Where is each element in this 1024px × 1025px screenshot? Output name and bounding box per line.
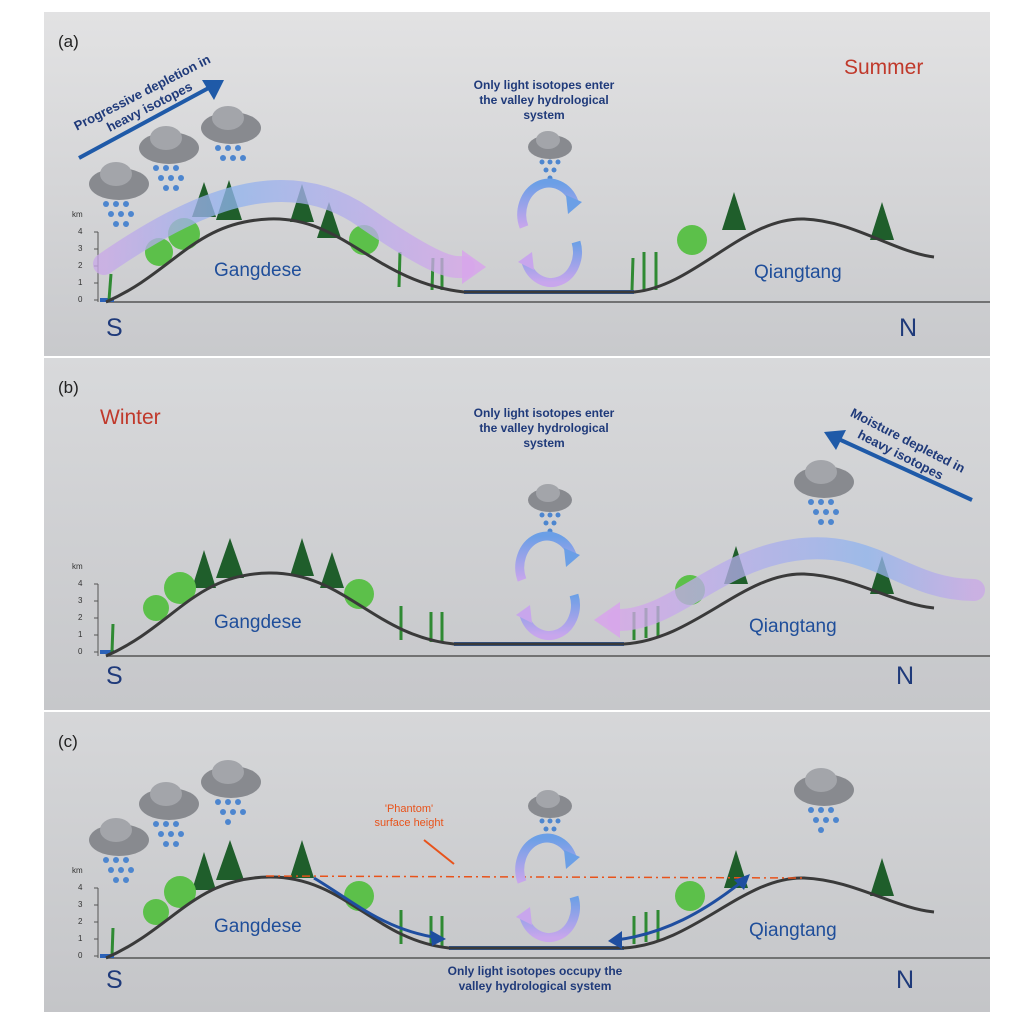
tick-1: 1 xyxy=(78,278,83,287)
north-label: N xyxy=(899,314,918,342)
tick-0: 0 xyxy=(78,295,83,304)
tick-2: 2 xyxy=(78,917,83,926)
panel-a-note-line-2: the valley hydrological xyxy=(479,93,609,107)
panel-b: (b) Winter Only light isotopes enter the… xyxy=(44,358,990,710)
north-label: N xyxy=(896,966,915,994)
panel-b-note: Only light isotopes enter the valley hyd… xyxy=(444,406,644,451)
phantom-label: 'Phantom' surface height xyxy=(349,802,469,830)
panel-c-note: Only light isotopes occupy the valley hy… xyxy=(420,964,650,994)
south-label: S xyxy=(106,662,123,690)
phantom-label-line-2: surface height xyxy=(374,817,444,829)
north-label: N xyxy=(896,662,915,690)
tick-4: 4 xyxy=(78,883,83,892)
tick-1: 1 xyxy=(78,630,83,639)
south-label: S xyxy=(106,314,123,342)
panel-b-note-line-3: system xyxy=(523,436,565,450)
range-label-gangdese: Gangdese xyxy=(214,916,302,937)
panel-a-note-line-1: Only light isotopes enter xyxy=(473,78,615,92)
phantom-label-line-1: 'Phantom' xyxy=(384,803,434,815)
tick-1: 1 xyxy=(78,934,83,943)
km-unit-label: km xyxy=(72,210,83,219)
tick-4: 4 xyxy=(78,227,83,236)
tick-2: 2 xyxy=(78,261,83,270)
panel-a-label: (a) xyxy=(58,32,79,51)
km-unit-label: km xyxy=(72,562,83,571)
terrain-profile xyxy=(105,217,935,304)
panel-b-note-line-1: Only light isotopes enter xyxy=(473,406,615,420)
range-label-gangdese: Gangdese xyxy=(214,260,302,281)
panel-a: (a) Summer Only light isotopes enter the… xyxy=(44,12,990,356)
season-label-winter: Winter xyxy=(100,406,161,429)
tick-0: 0 xyxy=(78,951,83,960)
tick-3: 3 xyxy=(78,244,83,253)
panel-c-drawing xyxy=(44,712,990,1012)
tick-0: 0 xyxy=(78,647,83,656)
panel-c-note-line-2: valley hydrological system xyxy=(458,979,612,993)
range-label-qiangtang: Qiangtang xyxy=(749,616,837,637)
tick-2: 2 xyxy=(78,613,83,622)
panel-b-label: (b) xyxy=(58,378,79,397)
tick-4: 4 xyxy=(78,579,83,588)
water-cycle-icon xyxy=(517,178,582,288)
rain-cloud-icon xyxy=(89,162,149,227)
panel-a-drawing xyxy=(44,12,990,356)
range-label-qiangtang: Qiangtang xyxy=(754,262,842,283)
tick-3: 3 xyxy=(78,596,83,605)
season-label-summer: Summer xyxy=(844,56,924,79)
panel-b-note-line-2: the valley hydrological xyxy=(479,421,609,435)
panel-c-note-line-1: Only light isotopes occupy the xyxy=(447,964,623,978)
range-label-gangdese: Gangdese xyxy=(214,612,302,633)
south-label: S xyxy=(106,966,123,994)
panel-c: (c) 'Phantom' surface height Gangdese Qi… xyxy=(44,712,990,1012)
panel-c-label: (c) xyxy=(58,732,78,751)
panel-b-drawing xyxy=(44,358,990,710)
range-label-qiangtang: Qiangtang xyxy=(749,920,837,941)
tick-3: 3 xyxy=(78,900,83,909)
km-unit-label: km xyxy=(72,866,83,875)
panel-a-note-line-3: system xyxy=(523,108,565,122)
panel-a-note: Only light isotopes enter the valley hyd… xyxy=(444,78,644,123)
